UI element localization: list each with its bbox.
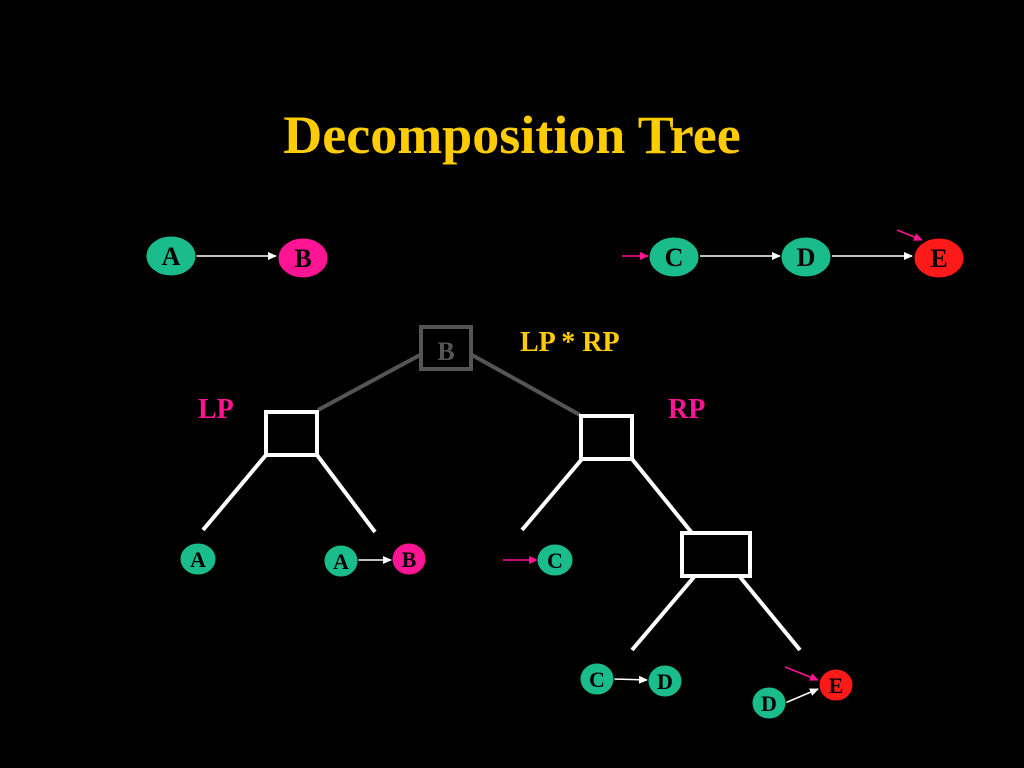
slide-title: Decomposition Tree [283,105,741,165]
node-e: E [913,237,965,279]
leaf-e-label: E [829,673,844,698]
node-b: B [277,237,329,279]
sub-edge-left [630,575,696,652]
leaf-a-to-b: A B [323,542,427,578]
top-left-graph: A B [145,235,329,279]
rp-label: RP [668,394,706,425]
leaf-e-shape [818,668,854,702]
leaf-a2-shape [323,544,359,578]
node-e-label: E [930,244,947,273]
lp-edge-right [315,453,377,534]
leaf-a: A [179,542,217,576]
node-b-shape [277,237,329,279]
leaf-a-shape [179,542,217,576]
node-c: C [648,236,700,278]
top-right-graph: C D E [622,229,965,279]
leaf-incoming-arrow-e [784,666,819,681]
node-c-shape [648,236,700,278]
root-edge-left [317,353,421,412]
lp-star-rp-label: LP * RP [520,327,620,358]
leaf-a2-label: A [333,549,349,574]
node-c-label: C [665,243,684,272]
rp-edge-left [520,457,584,532]
leaf-c-to-d: C D [579,662,683,698]
root-box-label: B [437,337,454,366]
leaf-b-shape [391,542,427,576]
node-e-shape [913,237,965,279]
leaf-c-label: C [547,548,563,573]
node-b-label: B [294,244,311,273]
node-d-label: D [797,243,816,272]
lp-label: LP [198,394,234,425]
node-d: D [780,236,832,278]
leaf-c: C [503,543,574,577]
incoming-arrow-e [896,229,923,241]
lp-edge-left [201,453,268,532]
leaf-c2-label: C [589,667,605,692]
node-a-shape [145,235,197,277]
leaf-d2-shape [751,686,787,720]
sub-box [680,531,752,578]
sub-edge-right [738,575,802,652]
leaf-d2-label: D [761,691,777,716]
leaf-a-label: A [190,547,206,572]
leaf-d-label: D [657,669,673,694]
root-node: B [419,325,473,371]
leaf-d-to-e: D E [751,666,854,720]
leaf-d-shape [647,664,683,698]
leaf-c2-shape [579,662,615,696]
leaf-b-label: B [402,547,417,572]
node-a: A [145,235,197,277]
rp-edge-right [630,457,694,535]
leaf-c-shape [536,543,574,577]
leaf-edge-c-d [612,675,648,684]
rp-box [579,414,634,461]
node-a-label: A [162,242,181,271]
leaf-edge-d-e [784,688,819,704]
root-edge-right [471,353,581,417]
tree-edges [201,353,802,652]
node-d-shape [780,236,832,278]
root-box [419,325,473,371]
lp-box [264,410,319,457]
